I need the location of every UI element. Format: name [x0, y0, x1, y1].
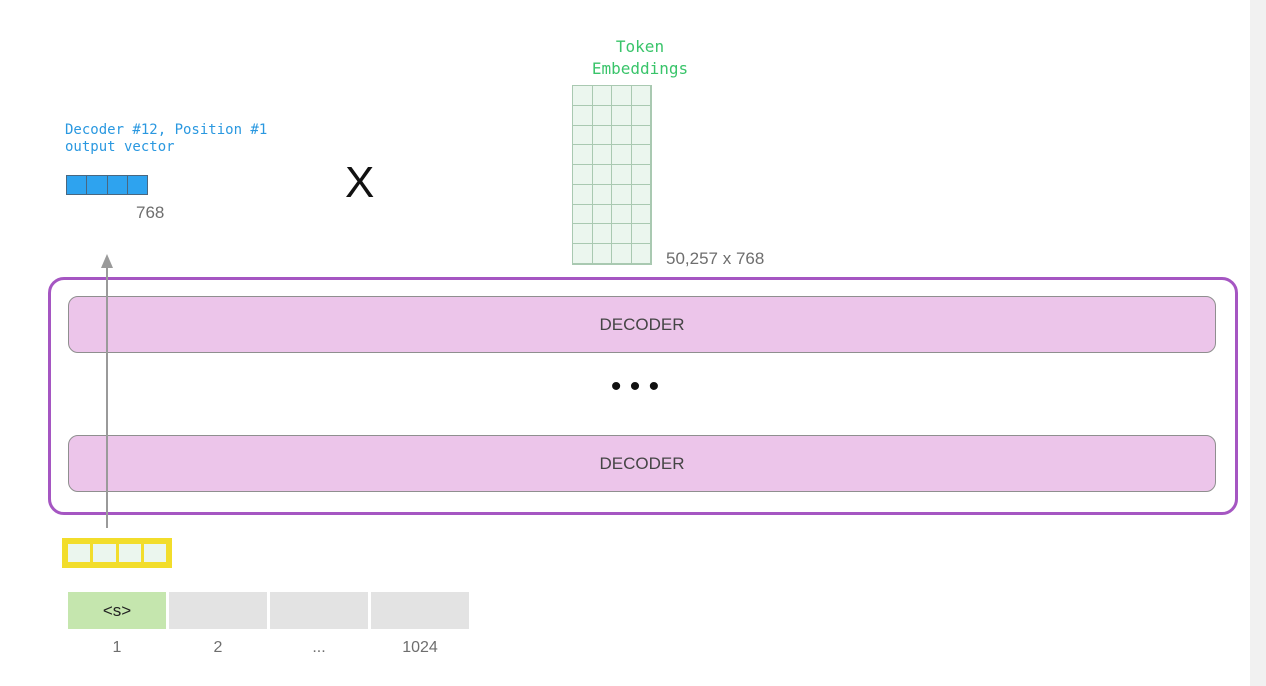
matrix-cell — [631, 105, 651, 126]
matrix-cell — [612, 244, 632, 264]
matrix-cell — [573, 184, 593, 205]
input-vector-cell — [68, 544, 91, 562]
decoder-block-top: DECODER — [68, 296, 1216, 353]
token-embeddings-title: Token Embeddings — [591, 37, 689, 78]
position-label: ... — [312, 639, 326, 656]
token-cell: <s> — [68, 592, 166, 629]
position-label: 1 — [112, 639, 122, 656]
matrix-cell — [631, 145, 651, 166]
input-vector-cell — [118, 544, 141, 562]
matrix-cell — [631, 224, 651, 245]
token-sequence: <s> — [68, 592, 469, 629]
input-embedding-vector — [62, 538, 172, 568]
decoder-block-bottom: DECODER — [68, 435, 1216, 492]
input-vector-cell — [143, 544, 166, 562]
up-arrow-icon — [101, 254, 113, 528]
output-vector-dims: 768 — [136, 203, 165, 222]
matrix-cell — [592, 125, 612, 146]
matrix-cell — [612, 224, 632, 245]
output-vector-cell — [87, 176, 108, 194]
matrix-cell — [592, 224, 612, 245]
matrix-cell — [631, 244, 651, 264]
matrix-cell — [612, 86, 632, 106]
output-vector-cell — [128, 176, 147, 194]
matrix-cell — [573, 86, 593, 106]
output-vector-cell — [108, 176, 128, 194]
matrix-cell — [631, 125, 651, 146]
matrix-cell — [612, 145, 632, 166]
matrix-cell — [573, 224, 593, 245]
position-label: 2 — [213, 639, 223, 656]
matrix-cell — [592, 105, 612, 126]
matrix-cell — [612, 165, 632, 185]
output-vector-caption: Decoder #12, Position #1 output vector — [65, 122, 268, 155]
matrix-cell — [631, 165, 651, 185]
position-labels: 1 2 ... 1024 — [68, 639, 469, 657]
matrix-cell — [573, 145, 593, 166]
token-cell — [169, 592, 267, 629]
matrix-cell — [573, 125, 593, 146]
matrix-cell — [573, 204, 593, 225]
decoder-stack — [48, 277, 1238, 515]
matrix-cell — [592, 244, 612, 264]
output-vector-cell — [67, 176, 88, 194]
matrix-cell — [612, 204, 632, 225]
matrix-cell — [592, 165, 612, 185]
decoder-ellipsis: • • • — [610, 370, 660, 403]
token-cell — [371, 592, 469, 629]
input-vector-cell — [93, 544, 116, 562]
token-cell — [270, 592, 368, 629]
matrix-cell — [592, 204, 612, 225]
position-label: 1024 — [402, 639, 438, 656]
output-vector — [66, 175, 148, 195]
matrix-cell — [592, 184, 612, 205]
matrix-cell — [592, 86, 612, 106]
matrix-cell — [631, 204, 651, 225]
matrix-cell — [631, 184, 651, 205]
matrix-cell — [573, 105, 593, 126]
matrix-cell — [631, 86, 651, 106]
right-margin-strip — [1250, 0, 1266, 686]
matrix-cell — [612, 184, 632, 205]
matrix-cell — [573, 165, 593, 185]
token-embeddings-dims: 50,257 x 768 — [666, 249, 765, 268]
token-embeddings-matrix — [572, 85, 652, 265]
matrix-cell — [573, 244, 593, 264]
matrix-cell — [592, 145, 612, 166]
multiply-operator: X — [345, 158, 375, 207]
matrix-cell — [612, 125, 632, 146]
matrix-cell — [612, 105, 632, 126]
